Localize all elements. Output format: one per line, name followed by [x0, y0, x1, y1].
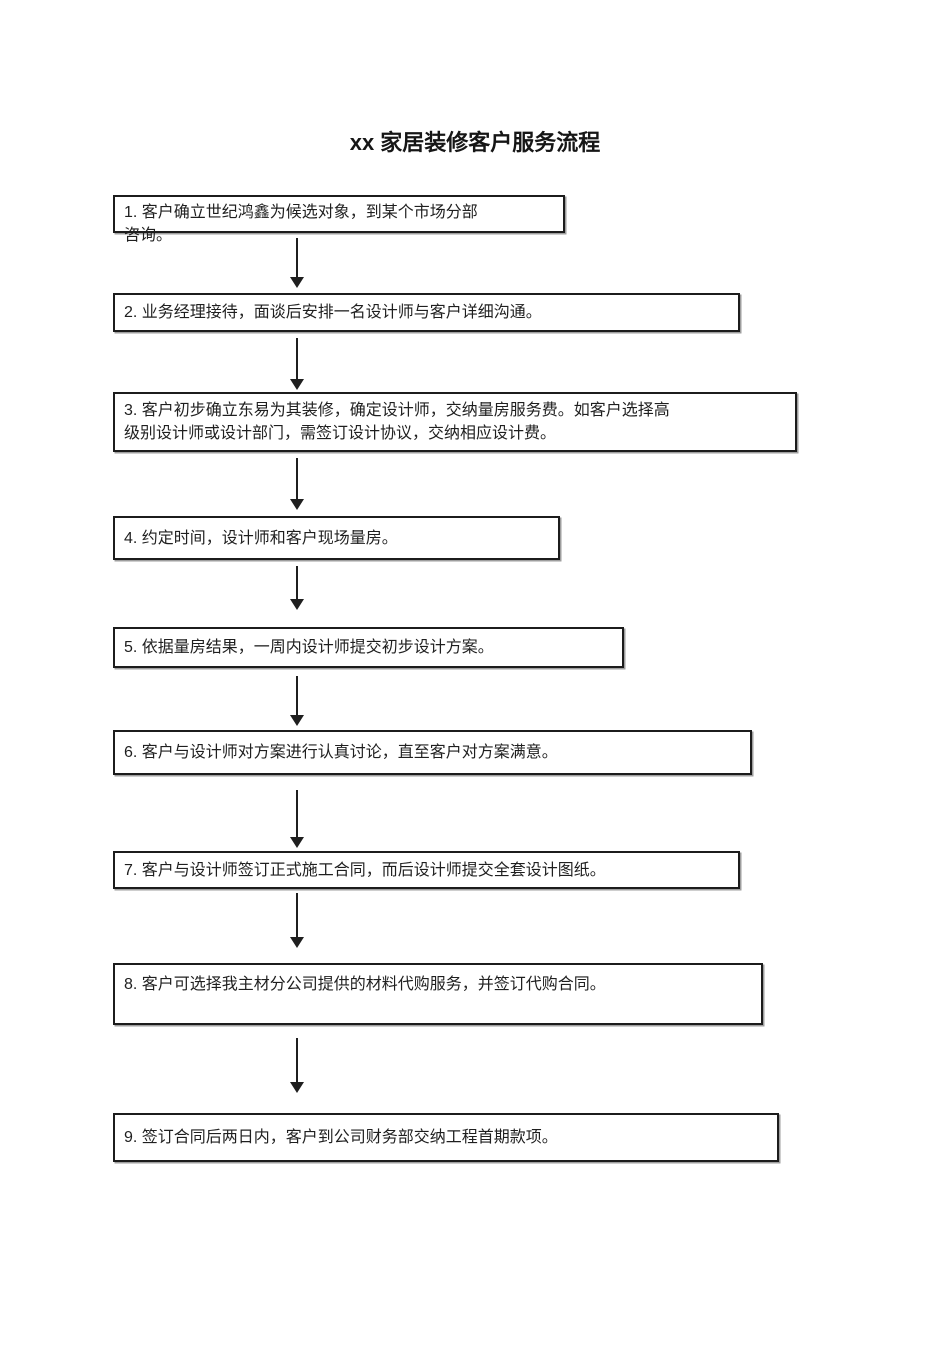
- step-1-text: 1. 客户确立世纪鸿鑫为候选对象，到某个市场分部 咨询。: [124, 204, 478, 244]
- step-5-text: 5. 依据量房结果，一周内设计师提交初步设计方案。: [124, 639, 494, 656]
- step-3-text: 3. 客户初步确立东易为其装修，确定设计师，交纳量房服务费。如客户选择高 级别设…: [124, 402, 670, 442]
- down-arrow-3: [290, 458, 304, 510]
- arrowhead-down-icon: [290, 937, 304, 948]
- down-arrow-2: [290, 338, 304, 390]
- flowchart-step-6: 6. 客户与设计师对方案进行认真讨论，直至客户对方案满意。: [113, 730, 752, 775]
- step-8-text: 8. 客户可选择我主材分公司提供的材料代购服务，并签订代购合同。: [124, 976, 606, 993]
- down-arrow-8: [290, 1038, 304, 1093]
- arrow-shaft: [296, 1038, 298, 1082]
- arrowhead-down-icon: [290, 499, 304, 510]
- arrow-shaft: [296, 790, 298, 837]
- arrowhead-down-icon: [290, 277, 304, 288]
- step-7-text: 7. 客户与设计师签订正式施工合同，而后设计师提交全套设计图纸。: [124, 861, 606, 879]
- arrowhead-down-icon: [290, 379, 304, 390]
- down-arrow-6: [290, 790, 304, 848]
- flowchart-step-3: 3. 客户初步确立东易为其装修，确定设计师，交纳量房服务费。如客户选择高 级别设…: [113, 392, 797, 452]
- step-9-text: 9. 签订合同后两日内，客户到公司财务部交纳工程首期款项。: [124, 1129, 558, 1146]
- flowchart-step-4: 4. 约定时间，设计师和客户现场量房。: [113, 516, 560, 560]
- down-arrow-4: [290, 566, 304, 610]
- step-6-text: 6. 客户与设计师对方案进行认真讨论，直至客户对方案满意。: [124, 744, 558, 761]
- arrowhead-down-icon: [290, 1082, 304, 1093]
- arrow-shaft: [296, 338, 298, 379]
- step-4-text: 4. 约定时间，设计师和客户现场量房。: [124, 529, 398, 547]
- flowchart-title: xx 家居装修客户服务流程: [349, 130, 601, 155]
- down-arrow-7: [290, 893, 304, 948]
- down-arrow-5: [290, 676, 304, 726]
- arrow-shaft: [296, 676, 298, 715]
- arrowhead-down-icon: [290, 715, 304, 726]
- flowchart-step-9: 9. 签订合同后两日内，客户到公司财务部交纳工程首期款项。: [113, 1113, 779, 1162]
- down-arrow-1: [290, 238, 304, 288]
- flowchart-step-7: 7. 客户与设计师签订正式施工合同，而后设计师提交全套设计图纸。: [113, 851, 740, 889]
- arrow-shaft: [296, 238, 298, 277]
- step-2-text: 2. 业务经理接待，面谈后安排一名设计师与客户详细沟通。: [124, 304, 542, 321]
- flowchart-step-8: 8. 客户可选择我主材分公司提供的材料代购服务，并签订代购合同。: [113, 963, 763, 1025]
- flowchart-step-2: 2. 业务经理接待，面谈后安排一名设计师与客户详细沟通。: [113, 293, 740, 332]
- arrow-shaft: [296, 566, 298, 599]
- flowchart-step-1: 1. 客户确立世纪鸿鑫为候选对象，到某个市场分部 咨询。: [113, 195, 565, 244]
- arrowhead-down-icon: [290, 599, 304, 610]
- arrow-shaft: [296, 893, 298, 937]
- arrow-shaft: [296, 458, 298, 499]
- flowchart-step-5: 5. 依据量房结果，一周内设计师提交初步设计方案。: [113, 627, 624, 668]
- arrowhead-down-icon: [290, 837, 304, 848]
